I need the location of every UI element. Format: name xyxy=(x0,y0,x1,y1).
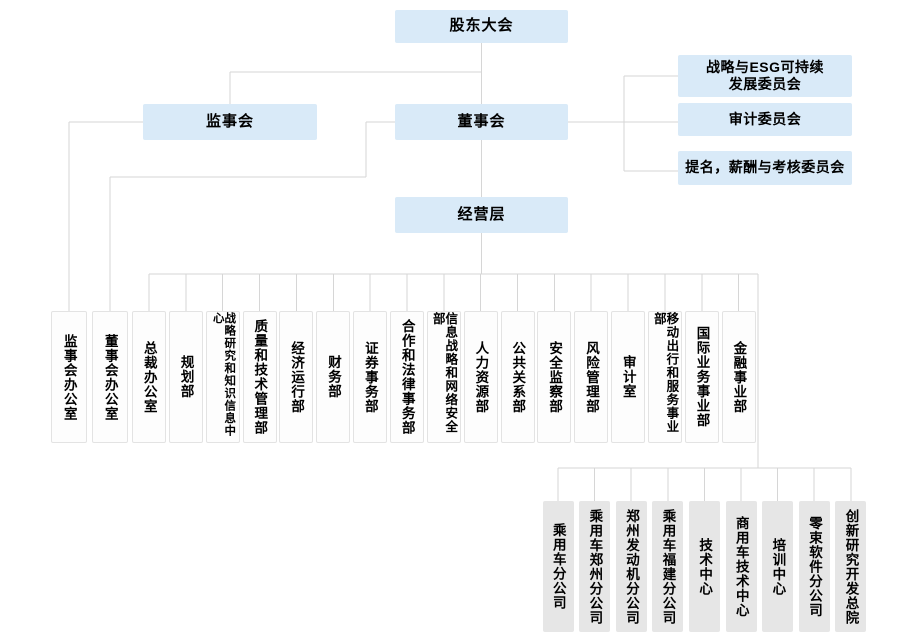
department-node: 移动出行和服务事业部 xyxy=(647,311,682,443)
department-node: 监事会办公室 xyxy=(51,311,87,443)
department-node: 总裁办公室 xyxy=(132,311,166,443)
department-node: 审计室 xyxy=(611,311,646,443)
org-node-supervisory-board: 监事会 xyxy=(143,104,317,140)
org-node-management-layer: 经营层 xyxy=(395,197,568,233)
committee-node-strategy-esg-committee: 战略与ESG可持续 发展委员会 xyxy=(678,55,852,97)
node-label: 移动出行和服务事业部 xyxy=(651,312,679,434)
node-label: 金融事业部 xyxy=(731,340,747,414)
department-node: 金融事业部 xyxy=(721,311,756,443)
node-label: 战略研究和知识信息中心 xyxy=(211,312,236,437)
node-label: 技术中心 xyxy=(697,537,713,596)
node-label: 安全监察部 xyxy=(547,340,563,414)
department-node: 经济运行部 xyxy=(279,311,314,443)
department-node: 战略研究和知识信息中心 xyxy=(205,311,240,443)
node-label: 质量和技术管理部 xyxy=(252,319,268,435)
department-node: 信息战略和网络安全部 xyxy=(426,311,461,443)
node-label: 零束软件分公司 xyxy=(806,515,822,618)
committee-node-audit-committee: 审计委员会 xyxy=(678,103,852,136)
node-label: 郑州发动机分公司 xyxy=(623,508,639,625)
subsidiary-node: 郑州发动机分公司 xyxy=(615,501,647,632)
node-label: 审计室 xyxy=(620,355,636,399)
node-label: 乘用车分公司 xyxy=(550,523,566,610)
subsidiary-node: 商用车技术中心 xyxy=(725,501,757,632)
node-label: 合作和法律事务部 xyxy=(399,319,415,435)
subsidiary-node: 乘用车郑州分公司 xyxy=(579,501,611,632)
node-label: 创新研究开发总院 xyxy=(843,508,859,625)
department-node: 安全监察部 xyxy=(537,311,572,443)
node-label: 财务部 xyxy=(326,355,341,399)
node-label: 国际业务事业部 xyxy=(694,326,710,428)
node-label: 培训中心 xyxy=(770,537,786,596)
node-label: 乘用车郑州分公司 xyxy=(587,508,603,625)
department-node: 证券事务部 xyxy=(353,311,388,443)
subsidiary-node: 乘用车福建分公司 xyxy=(652,501,684,632)
node-label: 总裁办公室 xyxy=(141,340,157,414)
org-node-board-of-directors: 董事会 xyxy=(395,104,568,140)
department-node: 公共关系部 xyxy=(500,311,535,443)
department-node: 规划部 xyxy=(168,311,203,443)
department-node: 质量和技术管理部 xyxy=(242,311,277,443)
department-node: 财务部 xyxy=(316,311,351,443)
department-node: 人力资源部 xyxy=(463,311,498,443)
subsidiary-node: 零束软件分公司 xyxy=(798,501,830,632)
node-label: 监事会办公室 xyxy=(61,333,77,421)
node-label: 人力资源部 xyxy=(473,340,489,414)
node-label: 信息战略和网络安全部 xyxy=(430,312,458,434)
department-node: 董事会办公室 xyxy=(92,311,128,443)
node-label: 证券事务部 xyxy=(362,340,378,414)
node-label: 公共关系部 xyxy=(510,340,526,414)
subsidiary-node: 乘用车分公司 xyxy=(542,501,574,632)
node-label: 商用车技术中心 xyxy=(733,515,749,618)
node-label: 风险管理部 xyxy=(583,340,599,414)
org-node-shareholders-meeting: 股东大会 xyxy=(395,10,568,43)
node-label: 规划部 xyxy=(178,355,194,399)
node-label: 经济运行部 xyxy=(289,340,305,414)
department-node: 合作和法律事务部 xyxy=(389,311,424,443)
department-node: 风险管理部 xyxy=(574,311,609,443)
committee-node-nomination-remuneration-committee: 提名，薪酬与考核委员会 xyxy=(678,151,852,185)
subsidiary-node: 创新研究开发总院 xyxy=(835,501,867,632)
node-label: 董事会办公室 xyxy=(102,333,118,421)
node-label: 乘用车福建分公司 xyxy=(660,508,676,625)
department-node: 国际业务事业部 xyxy=(684,311,719,443)
subsidiary-node: 培训中心 xyxy=(762,501,794,632)
subsidiary-node: 技术中心 xyxy=(688,501,720,632)
